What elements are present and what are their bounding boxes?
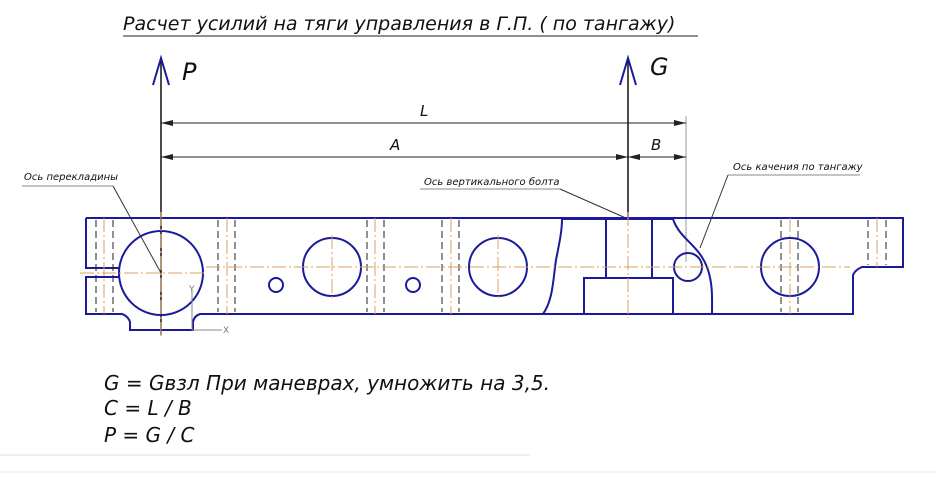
center-lines [80,212,878,338]
force-g-arrow-icon [619,54,637,86]
formula-2: C = L / B [104,396,192,420]
hidden-lines [95,220,887,312]
small-hole [268,277,284,293]
dimension-a-label: A [389,136,400,154]
dimension-b-label: B [651,136,661,154]
callout-crossbar-axis: Ось перекладины [24,172,118,183]
force-p-arrow-icon [152,54,170,86]
small-hole [405,277,421,293]
title: Расчет усилий на тяги управления в Г.П. … [123,13,675,35]
crossbar-body [85,217,904,331]
formula-1: G = Gвзл При маневрах, умножить на 3,5. [104,371,550,395]
axis-x-label: X [223,326,229,336]
force-g-label: G [650,53,669,81]
axis-y-label: Y [188,285,195,295]
callout-pitch-axis: Ось качения по тангажу [733,162,864,173]
callout-bolt-axis: Ось вертикального болта [424,176,559,188]
bolt-shank [605,218,653,279]
section-hatch-left [541,218,607,315]
dimension-l-label: L [420,102,428,120]
force-p-label: P [182,58,197,86]
formula-3: P = G / C [104,423,194,447]
